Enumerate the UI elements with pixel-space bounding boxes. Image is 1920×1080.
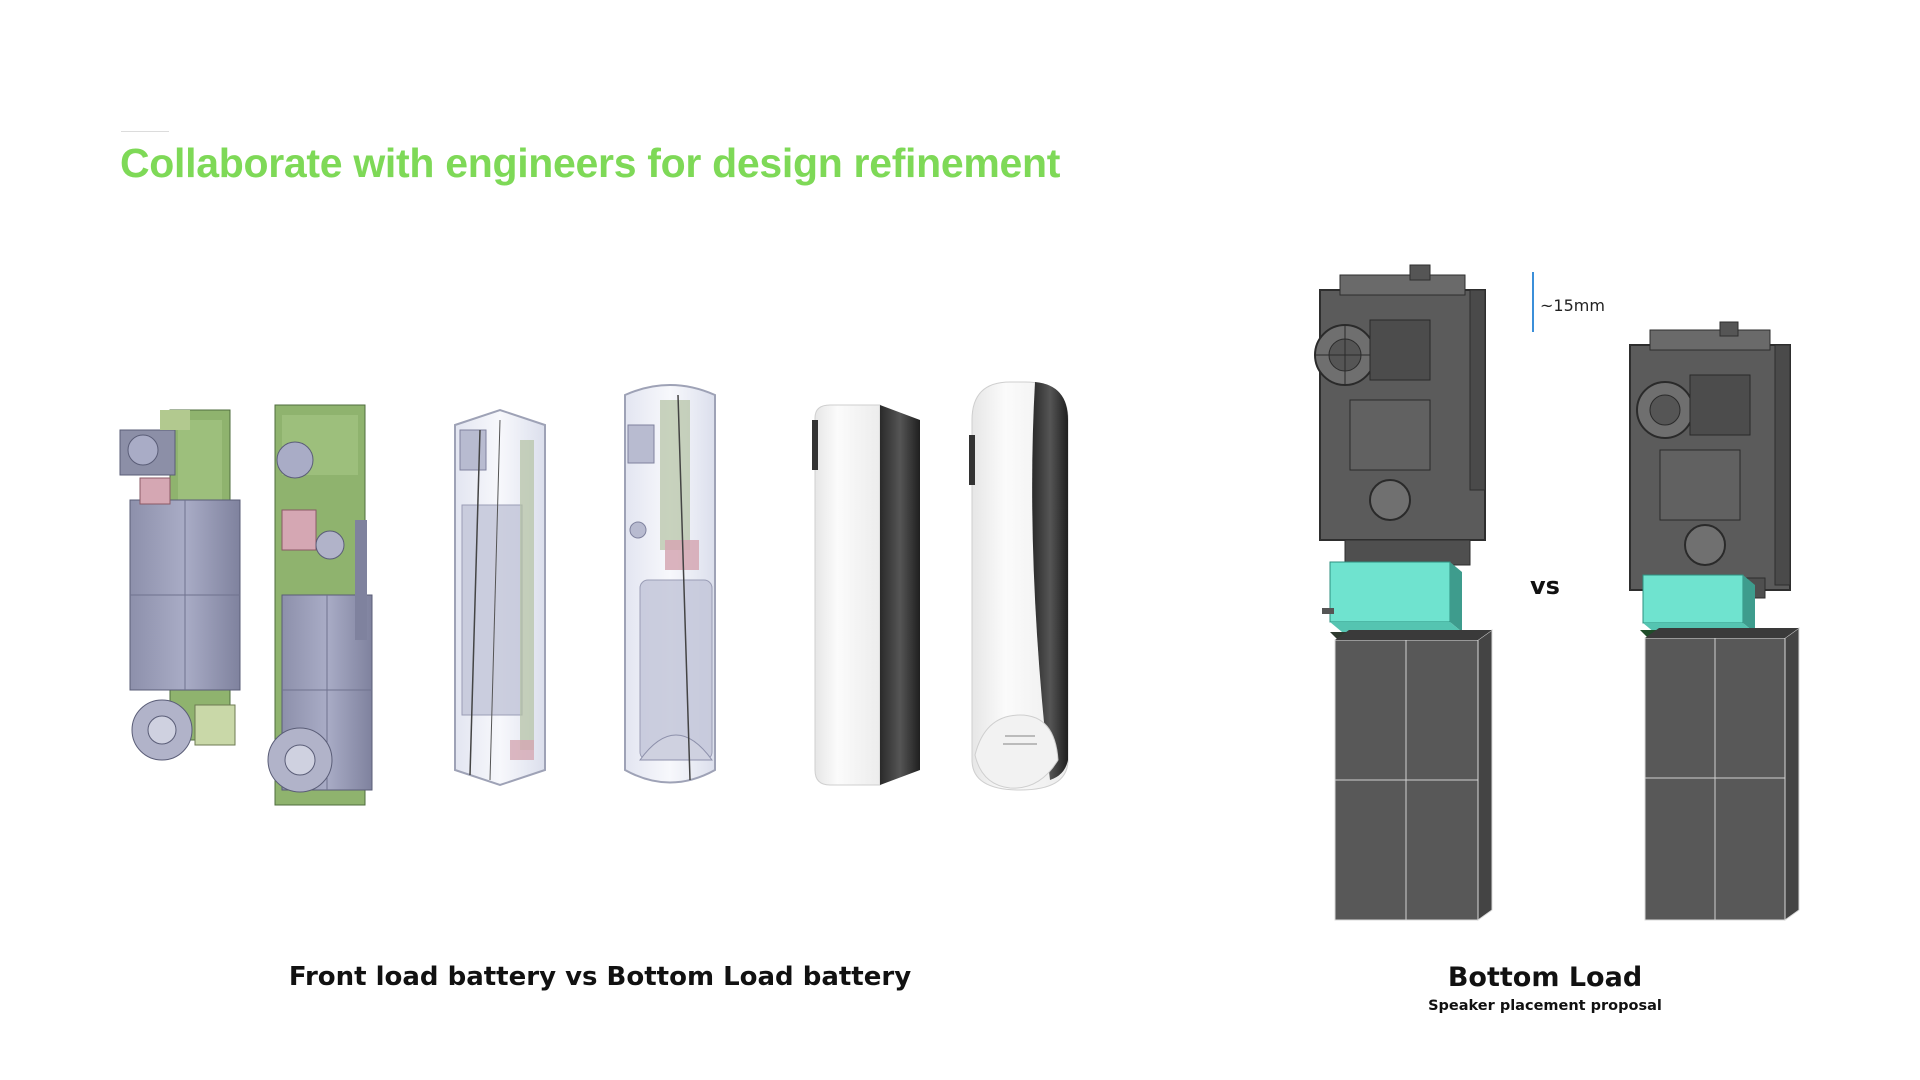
right-subcaption: Speaker placement proposal bbox=[1428, 998, 1662, 1014]
left-caption: Front load battery vs Bottom Load batter… bbox=[288, 962, 912, 992]
transparent-housing-bottom-load-icon bbox=[624, 384, 716, 784]
title-rule bbox=[121, 131, 169, 132]
speaker-assembly-a-icon bbox=[1314, 264, 1493, 921]
dimension-marker bbox=[1532, 272, 1534, 332]
page-title: Collaborate with engineers for design re… bbox=[120, 140, 1061, 186]
doorbell-exterior-front-load-icon bbox=[812, 404, 920, 786]
comparison-label: vs bbox=[1530, 572, 1560, 600]
right-caption: Bottom Load bbox=[1447, 962, 1643, 993]
dimension-label: ~15mm bbox=[1540, 296, 1605, 315]
pcb-render-bottom-load-icon bbox=[267, 404, 373, 806]
doorbell-exterior-bottom-load-icon bbox=[969, 381, 1069, 791]
transparent-housing-front-load-icon bbox=[454, 408, 546, 787]
speaker-assembly-b-icon bbox=[1629, 321, 1800, 921]
pcb-render-front-load-icon bbox=[119, 409, 241, 761]
